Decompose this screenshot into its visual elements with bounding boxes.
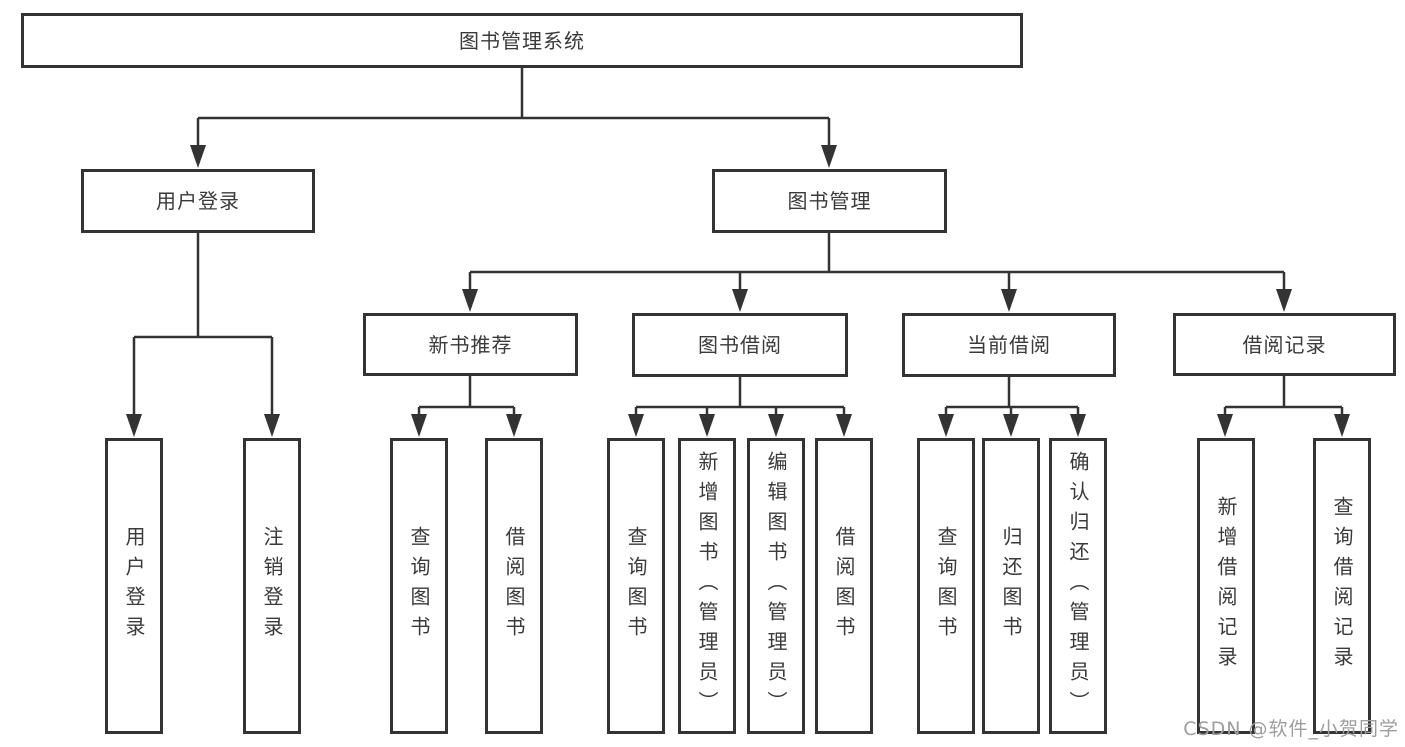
- node-root: 图书管理系统: [21, 13, 1023, 68]
- node-book-borrow: 图书借阅: [632, 313, 848, 377]
- node-user-login: 用户登录: [81, 169, 315, 233]
- leaf-edit-books-admin-label: 编辑图书（管理员）: [764, 451, 788, 721]
- node-new-book-recommend-label: 新书推荐: [428, 332, 513, 357]
- leaf-query-books-recommend: 查询图书: [390, 438, 448, 734]
- leaf-query-books-recommend-label: 查询图书: [407, 526, 431, 646]
- leaf-borrow-books: 借阅图书: [815, 438, 873, 734]
- leaf-add-borrow-record: 新增借阅记录: [1197, 438, 1255, 734]
- leaf-query-borrow-record: 查询借阅记录: [1313, 438, 1371, 734]
- leaf-confirm-return-admin-label: 确认归还（管理员）: [1066, 451, 1090, 721]
- leaf-query-borrow-record-label: 查询借阅记录: [1330, 496, 1354, 676]
- node-book-management: 图书管理: [712, 169, 947, 233]
- leaf-add-books-admin-label: 新增图书（管理员）: [695, 451, 719, 721]
- leaf-add-borrow-record-label: 新增借阅记录: [1214, 496, 1238, 676]
- node-root-label: 图书管理系统: [459, 28, 585, 53]
- leaf-query-books-borrow: 查询图书: [607, 438, 665, 734]
- csdn-watermark: CSDN @软件_小贺同学: [1183, 718, 1399, 740]
- leaf-edit-books-admin: 编辑图书（管理员）: [747, 438, 805, 734]
- leaf-query-books-current-label: 查询图书: [934, 526, 958, 646]
- leaf-return-books-label: 归还图书: [999, 526, 1023, 646]
- leaf-borrow-books-label: 借阅图书: [832, 526, 856, 646]
- leaf-confirm-return-admin: 确认归还（管理员）: [1049, 438, 1107, 734]
- node-current-borrow-label: 当前借阅: [967, 333, 1051, 357]
- leaf-borrow-books-recommend-label: 借阅图书: [502, 526, 526, 646]
- node-book-borrow-label: 图书借阅: [698, 333, 782, 357]
- leaf-query-books-current: 查询图书: [917, 438, 975, 734]
- leaf-user-login: 用户登录: [105, 438, 163, 734]
- leaf-user-login-label: 用户登录: [122, 526, 146, 646]
- node-book-management-label: 图书管理: [787, 189, 872, 213]
- leaf-return-books: 归还图书: [982, 438, 1040, 734]
- node-borrow-records-label: 借阅记录: [1242, 332, 1327, 357]
- node-new-book-recommend: 新书推荐: [363, 313, 578, 376]
- leaf-logout-label: 注销登录: [260, 526, 284, 646]
- node-user-login-label: 用户登录: [156, 189, 240, 213]
- leaf-add-books-admin: 新增图书（管理员）: [678, 438, 736, 734]
- leaf-borrow-books-recommend: 借阅图书: [485, 438, 543, 734]
- node-borrow-records: 借阅记录: [1173, 313, 1396, 376]
- leaf-query-books-borrow-label: 查询图书: [624, 526, 648, 646]
- node-current-borrow: 当前借阅: [902, 313, 1116, 377]
- leaf-logout: 注销登录: [243, 438, 301, 734]
